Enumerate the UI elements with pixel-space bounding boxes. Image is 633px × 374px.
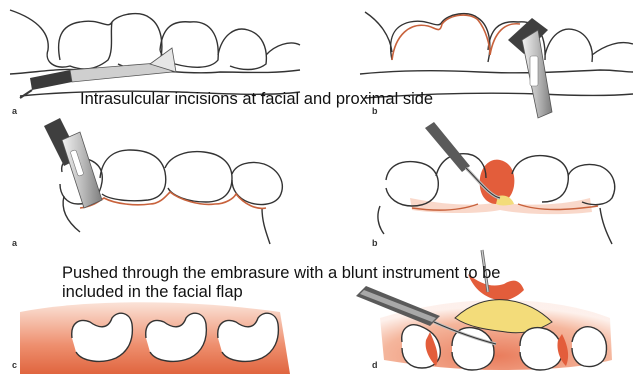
caption-top: Intrasulcular incisions at facial and pr…	[80, 90, 433, 109]
tooth-outline	[365, 12, 392, 52]
tooth-outline	[59, 14, 162, 69]
panel-row1-right	[360, 12, 633, 98]
panel-label-row2-right: b	[372, 238, 378, 248]
panel-label-row2-left: a	[12, 238, 17, 248]
tooth-outline	[218, 29, 266, 69]
tooth-outline	[391, 14, 490, 62]
panel-label-row3-left: c	[12, 360, 17, 370]
tooth-outline	[266, 43, 300, 55]
tooth-outline	[512, 156, 568, 202]
panel-row3-right	[380, 274, 612, 370]
tooth-outline	[545, 29, 592, 62]
scalpel-instrument	[44, 118, 102, 208]
tooth-outline	[592, 43, 633, 55]
tooth-outline	[100, 150, 166, 201]
tooth-outline	[572, 327, 607, 367]
tooth-outline	[568, 164, 615, 204]
scalpel-instrument	[508, 18, 552, 118]
incision-line	[80, 192, 266, 208]
caption-middle-line1: Pushed through the embrasure with a blun…	[62, 264, 500, 283]
panel-label-row1-right: b	[372, 106, 378, 116]
panel-label-row1-left: a	[12, 106, 17, 116]
gum-line	[360, 70, 633, 74]
panel-row2-right	[378, 154, 615, 244]
tooth-outline	[10, 10, 112, 69]
tooth-outline	[165, 152, 232, 202]
gum-line	[600, 208, 612, 244]
panel-row3-left	[20, 302, 290, 374]
panel-label-row3-right: d	[372, 360, 378, 370]
gum-line	[63, 196, 80, 232]
caption-middle-line2: included in the facial flap	[62, 283, 243, 302]
gum-line	[378, 206, 384, 234]
gum-line	[262, 208, 270, 244]
